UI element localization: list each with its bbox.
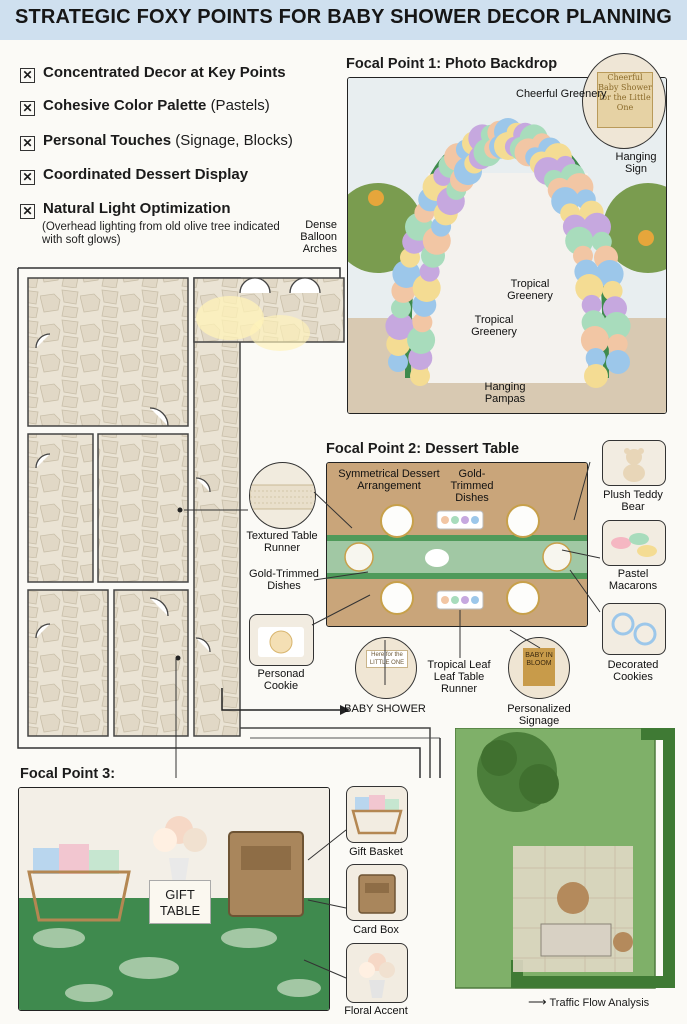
legend: ⟶ Traffic Flow Analysis <box>528 994 649 1010</box>
title-banner <box>0 0 687 40</box>
photo-backdrop-image <box>347 77 667 414</box>
label-personal-cookie: Personad Cookie <box>257 668 305 692</box>
balloon <box>607 334 628 354</box>
gift-leader-lines <box>303 829 347 979</box>
baby-blocks-thumbnail: Here for the LITTLE ONE <box>355 637 417 699</box>
teddy-bear-thumbnail <box>602 440 666 486</box>
label-baby-shower: BABY SHOWER <box>344 703 426 715</box>
focal-point-2-title: Focal Point 2: Dessert Table <box>326 441 520 457</box>
balloon <box>410 366 430 386</box>
label-dense-arches: Dense Balloon Arches <box>300 219 337 255</box>
textured-runner-thumbnail <box>249 462 316 529</box>
checklist-item-label: Concentrated Decor at Key Points <box>43 64 286 81</box>
balloon <box>602 280 623 301</box>
floor-plan-outline <box>17 267 360 749</box>
checklist-item-5: ✕ Natural Light Optimization <box>20 200 231 219</box>
page-title: STRATEGIC FOXY POINTS FOR BABY SHOWER DE… <box>14 6 673 28</box>
label-symmetrical-arrangement: Symmetrical Dessert Arrangement <box>338 468 440 492</box>
checklist-item-note: (Pastels) <box>210 97 270 114</box>
checkbox-checked-icon: ✕ <box>20 68 35 83</box>
light-note: (Overhead lighting from old olive tree i… <box>42 221 280 246</box>
room-left-lower-a <box>27 433 94 583</box>
balloon <box>581 294 602 315</box>
checklist-item-2: ✕ Cohesive Color Palette (Pastels) <box>20 97 270 116</box>
checklist-item-label: Cohesive Color Palette <box>43 97 207 114</box>
label-cheerful-greenery: Cheerful Greenery <box>516 88 607 100</box>
label-tropical-greenery-2: Tropical Greenery <box>471 314 517 338</box>
label-tropical-runner: Tropical Leaf Leaf Table Runner <box>427 659 491 695</box>
label-personalized-signage: Personalized Signage <box>507 703 571 727</box>
gift-basket-thumbnail <box>346 786 408 843</box>
checkbox-checked-icon: ✕ <box>20 136 35 151</box>
balloon <box>407 326 436 354</box>
floor-plan <box>17 267 441 778</box>
label-teddy-bear: Plush Teddy Bear <box>603 489 663 513</box>
gift-table-sign: GIFT TABLE <box>149 880 211 924</box>
balloon <box>412 274 441 302</box>
balloon <box>575 274 604 302</box>
hanging-sign-thumbnail: Cheerful Baby Shower for the Little One <box>582 53 666 149</box>
checkbox-checked-icon: ✕ <box>20 170 35 185</box>
checkbox-checked-icon: ✕ <box>20 204 35 219</box>
balloon <box>595 260 624 288</box>
label-gift-basket: Gift Basket <box>349 846 403 858</box>
balloon <box>412 312 433 333</box>
soft-glow <box>196 296 264 340</box>
signage-text: BABY IN BLOOM <box>523 648 555 686</box>
label-macarons: Pastel Macarons <box>608 568 658 592</box>
label-textured-runner: Textured Table Runner <box>246 530 318 554</box>
traffic-flow-arrow <box>221 688 340 711</box>
label-tropical-greenery-1: Tropical Greenery <box>507 278 553 302</box>
label-floral-accent: Floral Accent <box>344 1005 408 1017</box>
checklist-item-label: Coordinated Dessert Display <box>43 166 249 183</box>
balloon <box>385 312 414 340</box>
card-box-thumbnail <box>346 864 408 921</box>
walkway <box>240 727 431 778</box>
balloon <box>602 312 631 340</box>
decorated-cookies-thumbnail <box>602 603 666 655</box>
balloon <box>585 348 606 368</box>
garden-plan <box>455 728 675 989</box>
walkway-wall <box>360 747 421 778</box>
balloon <box>584 364 608 388</box>
baby-blocks-text: Here for the LITTLE ONE <box>366 650 408 668</box>
focal-point-3-title: Focal Point 3: <box>20 766 116 782</box>
balloon <box>580 326 609 354</box>
dessert-leader-lines <box>311 461 601 685</box>
soft-glow <box>250 315 310 351</box>
macarons-thumbnail <box>602 520 666 566</box>
dessert-table-image <box>326 462 588 627</box>
room-bottom-a <box>27 589 109 737</box>
label-gold-trimmed-left: Gold-Trimmed Dishes <box>249 568 319 592</box>
room-left <box>27 277 189 427</box>
checklist-item-label: Natural Light Optimization <box>43 200 231 217</box>
balloon <box>391 298 411 319</box>
checklist-item-1: ✕ Concentrated Decor at Key Points <box>20 64 286 83</box>
label-decorated-cookies: Decorated Cookies <box>607 659 659 683</box>
hanging-sign: Cheerful Baby Shower for the Little One <box>597 72 653 128</box>
checklist-item-note: (Signage, Blocks) <box>175 132 293 149</box>
personal-cookie-thumbnail <box>249 614 314 666</box>
checkbox-checked-icon: ✕ <box>20 101 35 116</box>
balloon <box>606 350 630 374</box>
checklist-item-label: Personal Touches <box>43 132 172 149</box>
label-card-box: Card Box <box>353 924 399 936</box>
floral-accent-thumbnail <box>346 943 408 1003</box>
gift-table-image: GIFT TABLE <box>18 787 330 1011</box>
room-left-lower-b <box>97 433 189 583</box>
checklist-item-4: ✕ Coordinated Dessert Display <box>20 166 248 185</box>
checklist-item-3: ✕ Personal Touches (Signage, Blocks) <box>20 132 293 151</box>
label-hanging-pampas: Hanging Pampas <box>484 381 526 405</box>
traffic-flow-arrow-icon: ⟶ <box>528 994 547 1009</box>
room-bottom-b <box>113 589 189 737</box>
dessert-table-illustration <box>327 463 587 626</box>
corridor <box>193 277 241 737</box>
label-gold-trimmed-top: Gold-Trimmed Dishes <box>450 468 494 504</box>
legend-label: Traffic Flow Analysis <box>549 997 650 1009</box>
label-hanging-sign: Hanging Sign <box>615 151 657 175</box>
focal-point-1-title: Focal Point 1: Photo Backdrop <box>346 56 558 72</box>
balloon <box>388 352 408 372</box>
